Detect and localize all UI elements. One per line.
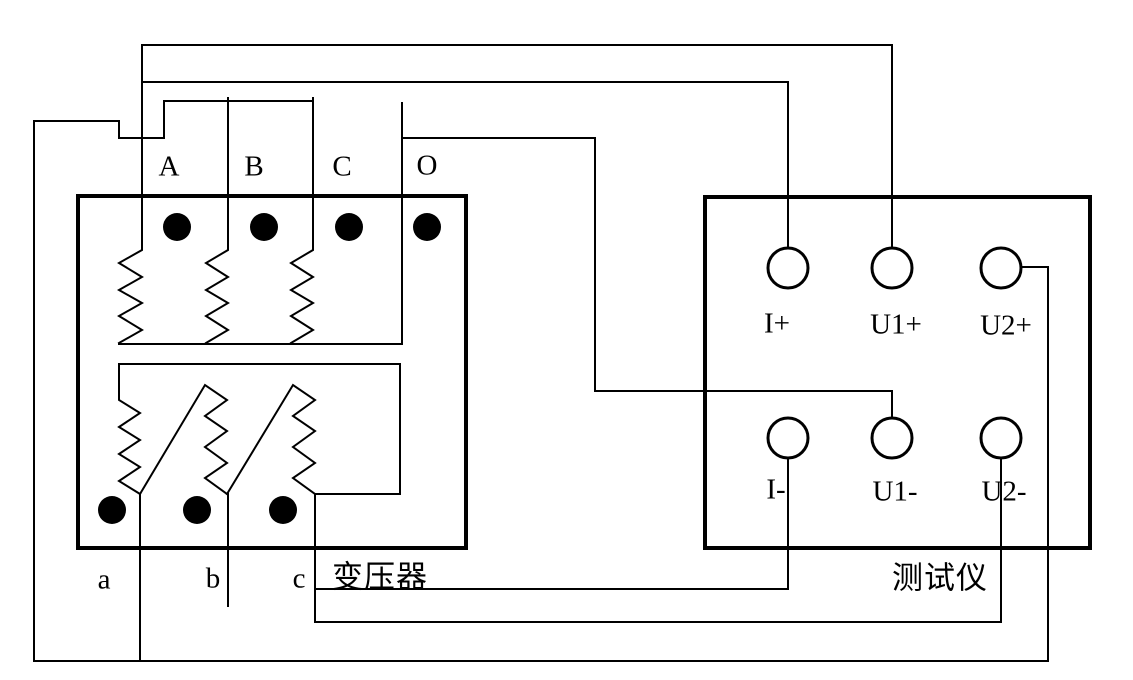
label-terminal-O: O (416, 149, 438, 182)
terminal-circle-Iminus (766, 416, 810, 460)
label-terminal-A: A (158, 150, 180, 183)
terminal-dot-O (413, 213, 441, 241)
terminal-dot-B (250, 213, 278, 241)
label-terminal-U1plus: U1+ (870, 308, 922, 341)
terminal-dot-C (335, 213, 363, 241)
label-terminal-U2plus: U2+ (980, 309, 1032, 342)
wire-delta-top-right (118, 363, 401, 495)
wire-c-to-U2minus (314, 457, 1002, 623)
terminal-dot-c (269, 496, 297, 524)
label-tester-name: 测试仪 (892, 560, 988, 596)
terminal-circle-Iplus (766, 246, 810, 290)
wire-terminal-C-and-winding-C (289, 97, 315, 345)
label-terminal-b: b (205, 562, 221, 595)
label-transformer-name: 变压器 (332, 559, 428, 595)
label-terminal-a: a (97, 563, 111, 596)
wire-O-to-U1minus (401, 137, 893, 419)
terminal-circle-U1minus (870, 416, 914, 460)
transformer-box (76, 194, 468, 550)
terminal-dot-b (183, 496, 211, 524)
label-terminal-B: B (244, 150, 264, 183)
wire-A-to-Iplus (141, 81, 789, 249)
winding-a (117, 363, 142, 496)
terminal-dot-a (98, 496, 126, 524)
label-terminal-Iplus: I+ (763, 307, 791, 340)
terminal-circle-U2plus (979, 246, 1023, 290)
winding-c (225, 383, 317, 496)
terminal-circle-U1plus (870, 246, 914, 290)
winding-b (138, 383, 229, 496)
terminal-dot-A (163, 213, 191, 241)
label-terminal-Iminus: I- (766, 473, 786, 506)
terminal-circle-U2minus (979, 416, 1023, 460)
wire-BC-short-to-a-and-U2plus (33, 100, 1049, 662)
wire-A-to-U1plus (141, 44, 893, 249)
tester-box (703, 195, 1092, 550)
wire-c-to-Iminus (314, 457, 789, 590)
wire-terminal-B-and-winding-B (204, 97, 230, 345)
wire-terminal-A-and-winding-A (116, 44, 145, 345)
label-terminal-U1minus: U1- (872, 475, 918, 508)
label-terminal-c: c (292, 562, 306, 595)
label-terminal-U2minus: U2- (981, 475, 1027, 508)
label-terminal-C: C (332, 150, 352, 183)
